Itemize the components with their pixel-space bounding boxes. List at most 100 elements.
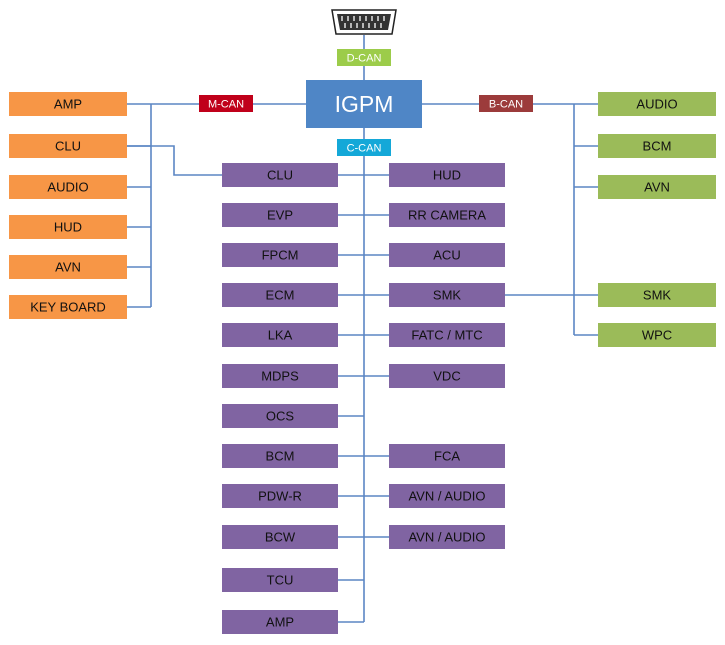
c-can-left-node-bcw-9-box bbox=[222, 525, 338, 549]
b-can-node-audio-0-box bbox=[598, 92, 716, 116]
c-can-right-node-avn-audio-9-box bbox=[389, 525, 505, 549]
c-can-right-nodes: HUD RR CAMERA ACU SMK FATC / MTC VDC FCA AVN / … bbox=[389, 163, 505, 549]
c-can-left-node-ocs-6-box bbox=[222, 404, 338, 428]
c-can-left-node-lka-4-box bbox=[222, 323, 338, 347]
m-can-node-key-board-5: KEY BOARD bbox=[9, 295, 127, 319]
m-can-node-hud-3-box bbox=[9, 215, 127, 239]
tag-d-can: D-CAN bbox=[337, 49, 391, 66]
m-can-node-amp-0: AMP bbox=[9, 92, 127, 116]
c-can-left-node-tcu-10-label: TCU bbox=[267, 573, 294, 588]
c-can-left-node-mdps-5-label: MDPS bbox=[261, 369, 299, 384]
b-can-node-wpc-4-box bbox=[598, 323, 716, 347]
obd-connector-icon bbox=[331, 9, 397, 35]
c-can-right-node-fatc-mtc-4: FATC / MTC bbox=[389, 323, 505, 347]
c-can-right-node-avn-audio-8: AVN / AUDIO bbox=[389, 484, 505, 508]
c-can-left-node-bcm-7: BCM bbox=[222, 444, 338, 468]
igpm-module: IGPM bbox=[306, 80, 422, 128]
m-can-node-clu-1-label: CLU bbox=[55, 139, 81, 154]
b-can-node-audio-0: AUDIO bbox=[598, 92, 716, 116]
clu-crossover-line bbox=[127, 145, 222, 176]
c-can-right-node-rr-camera-1-label: RR CAMERA bbox=[408, 208, 486, 223]
c-can-left-node-ecm-3: ECM bbox=[222, 283, 338, 307]
c-can-right-node-vdc-5: VDC bbox=[389, 364, 505, 388]
c-can-left-node-pdw-r-8: PDW-R bbox=[222, 484, 338, 508]
b-can-nodes: AUDIO BCM AVN SMK WPC bbox=[598, 92, 716, 347]
b-can-node-wpc-4-label: WPC bbox=[642, 328, 672, 343]
igpm-label: IGPM bbox=[335, 91, 394, 117]
b-can-node-smk-3-label: SMK bbox=[643, 288, 672, 303]
c-can-left-node-pdw-r-8-box bbox=[222, 484, 338, 508]
b-can-node-avn-2-label: AVN bbox=[644, 180, 670, 195]
c-can-left-node-evp-1-label: EVP bbox=[267, 208, 293, 223]
m-can-node-hud-3: HUD bbox=[9, 215, 127, 239]
c-can-left-nodes: CLU EVP FPCM ECM LKA MDPS OCS BCM PDW-R BCW TCU AMP bbox=[222, 163, 338, 634]
m-can-node-key-board-5-label: KEY BOARD bbox=[30, 300, 106, 315]
c-can-left-node-ecm-3-box bbox=[222, 283, 338, 307]
m-can-node-amp-0-label: AMP bbox=[54, 97, 82, 112]
c-can-right-node-hud-0: HUD bbox=[389, 163, 505, 187]
c-can-left-node-amp-11-label: AMP bbox=[266, 615, 294, 630]
c-can-right-node-smk-3: SMK bbox=[389, 283, 505, 307]
c-can-right-node-fca-7-box bbox=[389, 444, 505, 468]
b-can-node-bcm-1: BCM bbox=[598, 134, 716, 158]
c-can-left-node-ecm-3-label: ECM bbox=[266, 288, 295, 303]
c-can-left-node-bcw-9: BCW bbox=[222, 525, 338, 549]
c-can-right-node-fatc-mtc-4-label: FATC / MTC bbox=[411, 328, 482, 343]
c-can-right-node-fatc-mtc-4-box bbox=[389, 323, 505, 347]
c-can-left-node-lka-4: LKA bbox=[222, 323, 338, 347]
c-can-right-node-avn-audio-9-label: AVN / AUDIO bbox=[408, 530, 485, 545]
c-can-left-node-clu-0-label: CLU bbox=[267, 168, 293, 183]
m-can-node-hud-3-label: HUD bbox=[54, 220, 82, 235]
c-can-right-node-rr-camera-1: RR CAMERA bbox=[389, 203, 505, 227]
c-can-left-node-mdps-5: MDPS bbox=[222, 364, 338, 388]
tag-m-can: M-CAN bbox=[199, 95, 253, 112]
m-can-node-amp-0-box bbox=[9, 92, 127, 116]
c-can-left-node-pdw-r-8-label: PDW-R bbox=[258, 489, 302, 504]
c-can-left-node-fpcm-2-box bbox=[222, 243, 338, 267]
m-can-nodes: AMP CLU AUDIO HUD AVN KEY BOARD bbox=[9, 92, 127, 319]
c-can-right-node-avn-audio-9: AVN / AUDIO bbox=[389, 525, 505, 549]
b-can-node-smk-3: SMK bbox=[598, 283, 716, 307]
c-can-left-node-fpcm-2-label: FPCM bbox=[262, 248, 299, 263]
b-can-node-avn-2: AVN bbox=[598, 175, 716, 199]
c-can-left-node-lka-4-label: LKA bbox=[268, 328, 293, 343]
c-can-left-node-bcm-7-box bbox=[222, 444, 338, 468]
c-can-left-node-bcm-7-label: BCM bbox=[266, 449, 295, 464]
c-can-left-node-amp-11: AMP bbox=[222, 610, 338, 634]
c-can-left-node-amp-11-box bbox=[222, 610, 338, 634]
c-can-right-node-smk-3-label: SMK bbox=[433, 288, 462, 303]
c-can-right-node-vdc-5-box bbox=[389, 364, 505, 388]
tag-c-can-label: C-CAN bbox=[347, 143, 382, 155]
c-can-left-node-evp-1-box bbox=[222, 203, 338, 227]
c-can-left-node-tcu-10-box bbox=[222, 568, 338, 592]
bus-wires bbox=[127, 35, 598, 623]
c-can-left-node-ocs-6: OCS bbox=[222, 404, 338, 428]
c-can-left-node-evp-1: EVP bbox=[222, 203, 338, 227]
m-can-node-audio-2-label: AUDIO bbox=[47, 180, 88, 195]
c-can-left-node-mdps-5-box bbox=[222, 364, 338, 388]
c-can-right-node-hud-0-label: HUD bbox=[433, 168, 461, 183]
c-can-left-node-ocs-6-label: OCS bbox=[266, 409, 295, 424]
m-can-node-avn-4-box bbox=[9, 255, 127, 279]
b-can-node-avn-2-box bbox=[598, 175, 716, 199]
c-can-left-node-bcw-9-label: BCW bbox=[265, 530, 296, 545]
c-can-right-node-avn-audio-8-label: AVN / AUDIO bbox=[408, 489, 485, 504]
c-can-right-node-vdc-5-label: VDC bbox=[433, 369, 460, 384]
c-can-right-node-fca-7: FCA bbox=[389, 444, 505, 468]
c-can-right-node-smk-3-box bbox=[389, 283, 505, 307]
c-can-left-node-fpcm-2: FPCM bbox=[222, 243, 338, 267]
b-can-node-audio-0-label: AUDIO bbox=[636, 97, 677, 112]
m-can-node-avn-4-label: AVN bbox=[55, 260, 81, 275]
m-can-node-key-board-5-box bbox=[9, 295, 127, 319]
c-can-right-node-hud-0-box bbox=[389, 163, 505, 187]
c-can-left-node-clu-0: CLU bbox=[222, 163, 338, 187]
c-can-right-node-acu-2: ACU bbox=[389, 243, 505, 267]
m-can-node-audio-2: AUDIO bbox=[9, 175, 127, 199]
m-can-node-audio-2-box bbox=[9, 175, 127, 199]
tag-d-can-label: D-CAN bbox=[347, 53, 382, 65]
tag-c-can: C-CAN bbox=[337, 139, 391, 156]
b-can-node-wpc-4: WPC bbox=[598, 323, 716, 347]
b-can-node-bcm-1-box bbox=[598, 134, 716, 158]
b-can-node-smk-3-box bbox=[598, 283, 716, 307]
